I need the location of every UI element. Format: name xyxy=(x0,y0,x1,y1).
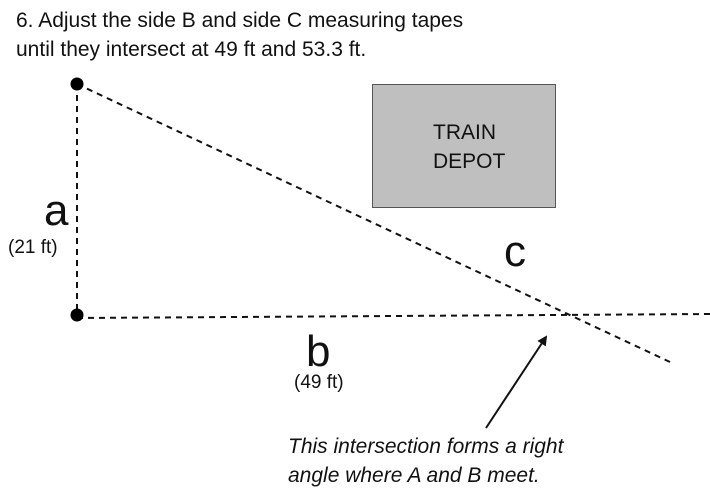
side-b-line xyxy=(76,313,710,319)
depot-label: TRAIN DEPOT xyxy=(433,118,505,176)
depot-label-line-2: DEPOT xyxy=(433,150,506,173)
instruction-line-2: until they intersect at 49 ft and 53.3 f… xyxy=(16,38,367,61)
corner-point xyxy=(70,308,84,322)
top-point xyxy=(70,77,84,91)
side-b-measure: (49 ft) xyxy=(294,372,344,393)
train-depot-box: TRAIN DEPOT xyxy=(372,84,556,208)
instruction-line-1: 6. Adjust the side B and side C measurin… xyxy=(16,9,464,32)
intersection-note: This intersection forms a right angle wh… xyxy=(288,432,688,490)
note-line-1: This intersection forms a right xyxy=(288,435,564,458)
side-c-label: c xyxy=(504,227,526,276)
side-b-label: b xyxy=(306,327,331,376)
note-line-2: angle where A and B meet. xyxy=(288,464,540,487)
pointer-arrow xyxy=(485,335,548,429)
instruction-text: 6. Adjust the side B and side C measurin… xyxy=(16,6,666,64)
depot-label-line-1: TRAIN xyxy=(433,121,496,144)
side-a-measure: (21 ft) xyxy=(8,237,58,258)
side-a-label: a xyxy=(44,186,69,235)
